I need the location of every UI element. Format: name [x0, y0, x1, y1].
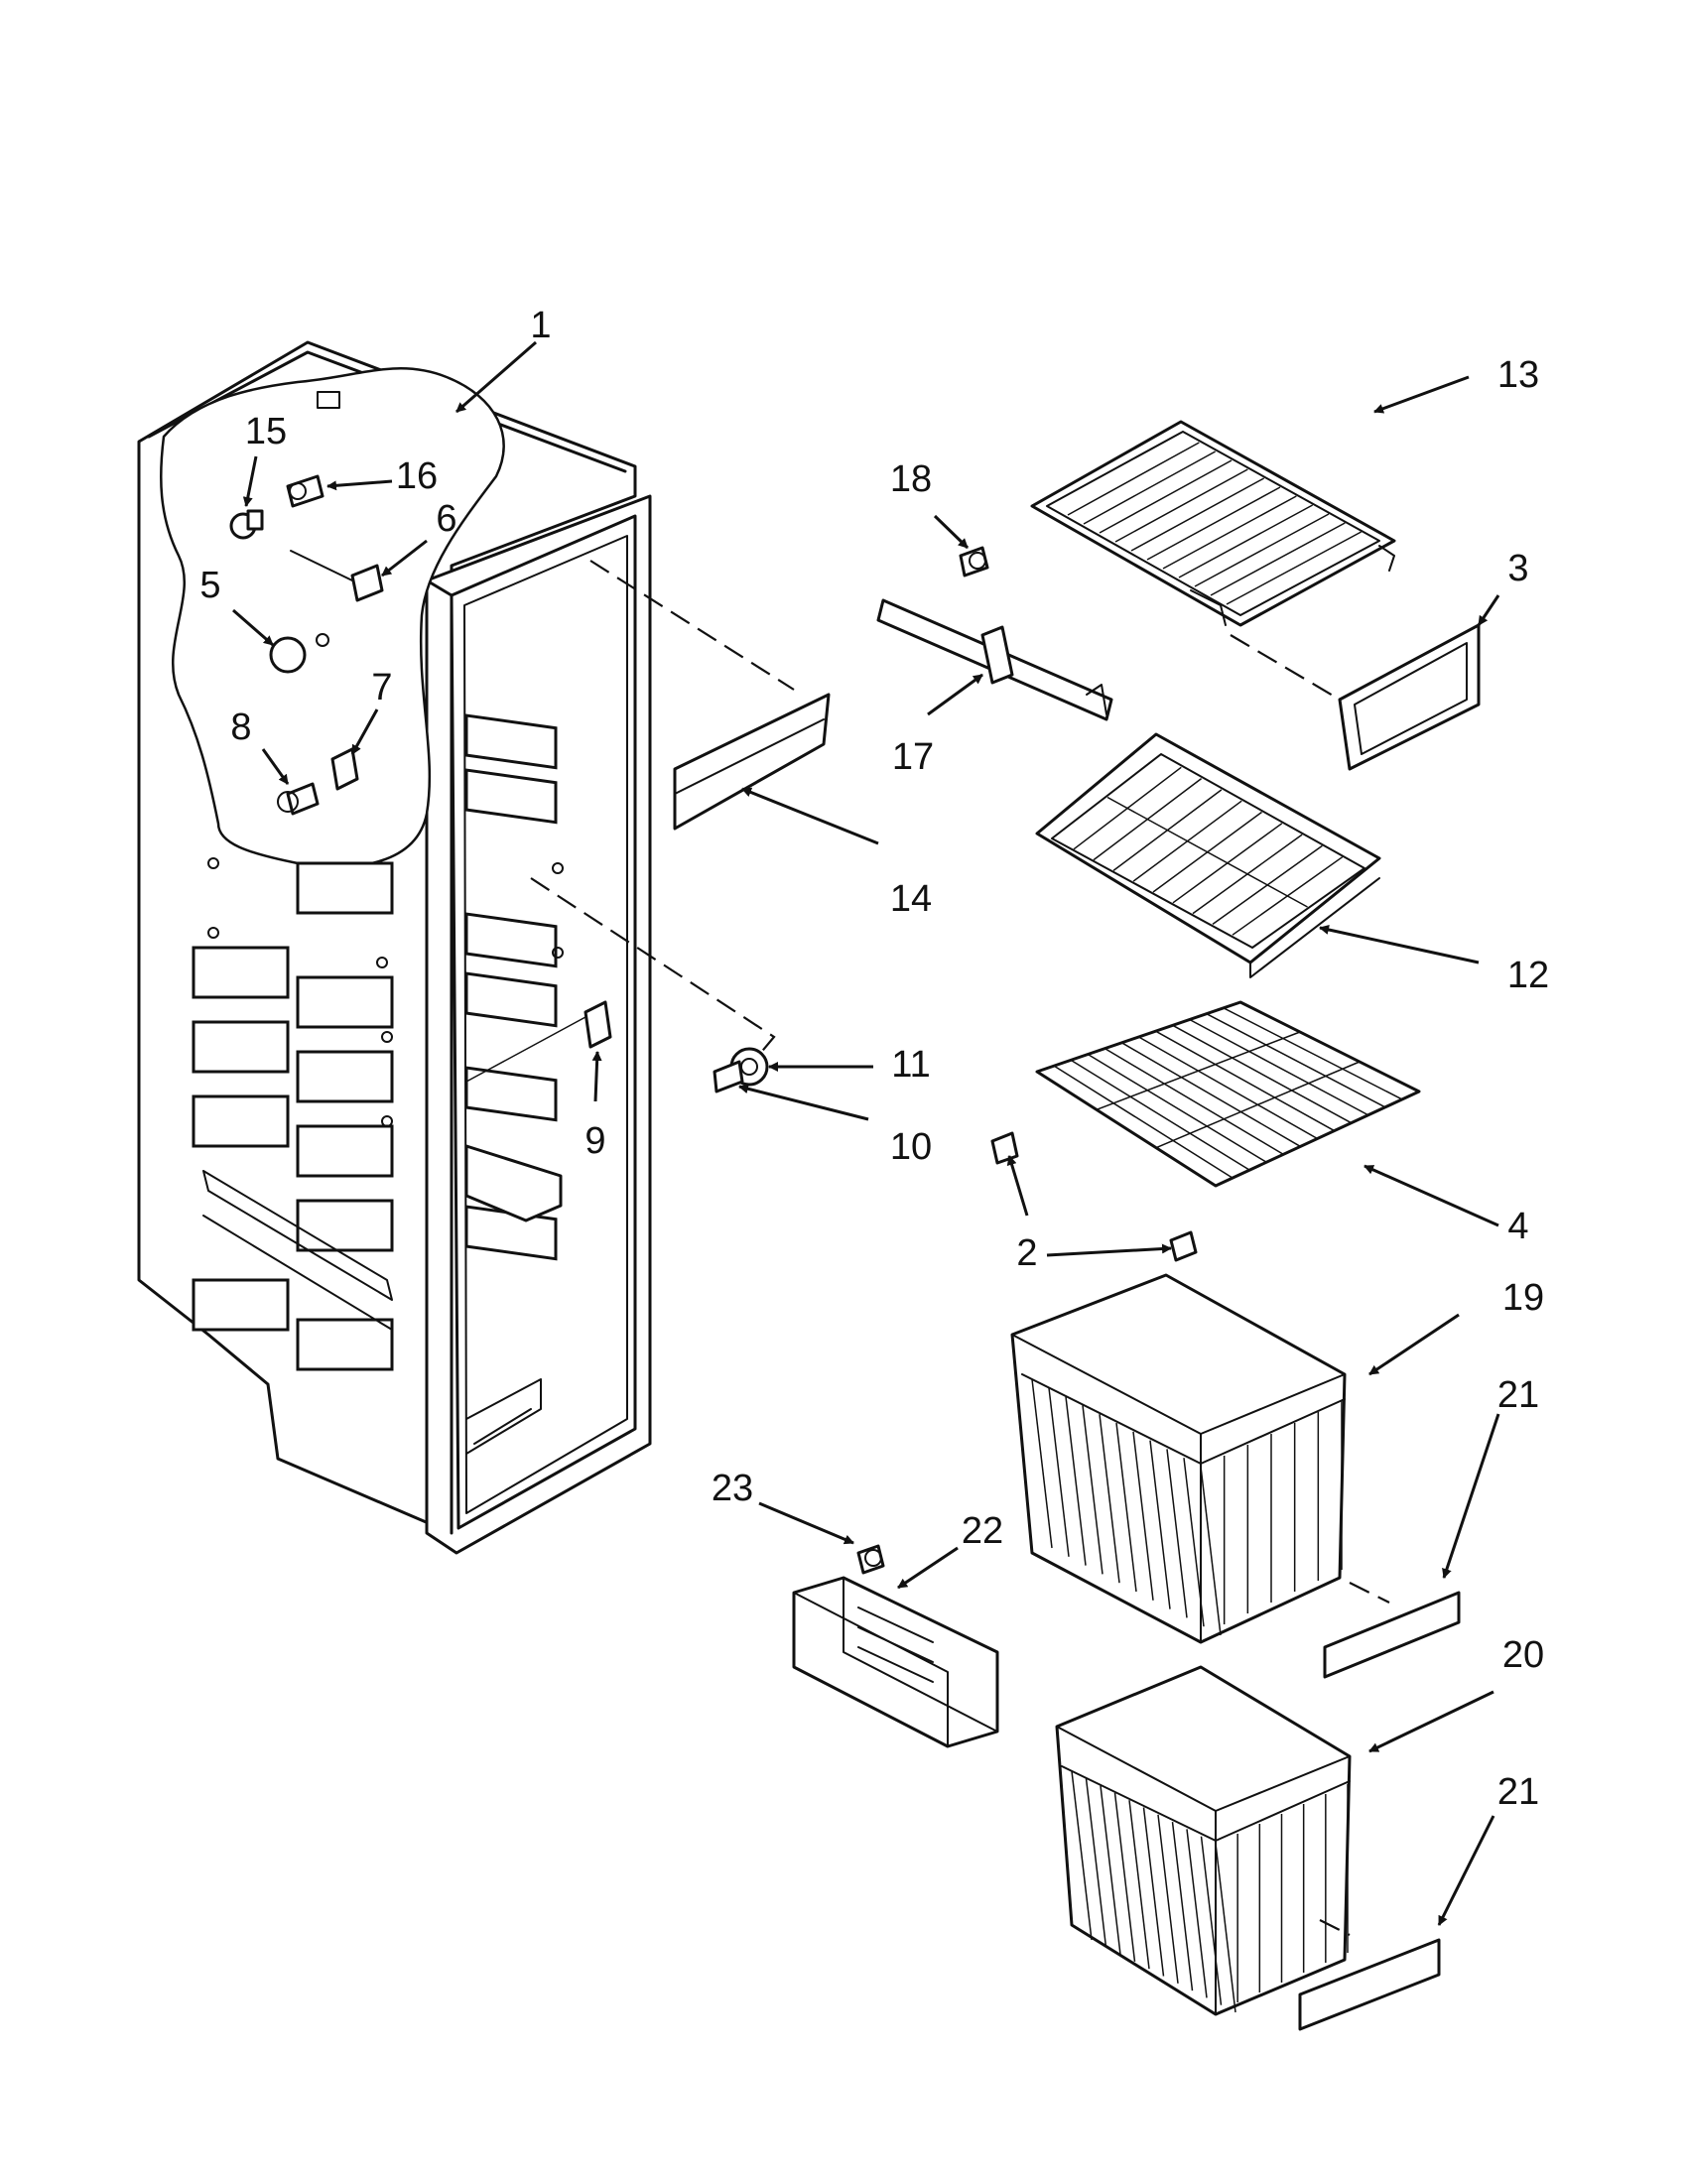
strip-21-upper	[1323, 1582, 1461, 1679]
wire-line	[1100, 1785, 1121, 1955]
wire-line	[1146, 486, 1281, 561]
callout-1: 1	[530, 305, 551, 346]
screw-spacer-10-11	[530, 877, 776, 1093]
stud-2-upper	[990, 1131, 1019, 1165]
callout-7: 7	[371, 667, 392, 708]
wire-line	[1178, 504, 1314, 578]
bracket-6	[290, 550, 384, 602]
callout-4: 4	[1507, 1206, 1528, 1247]
wire-shelf-12	[1035, 732, 1381, 978]
stud-2-lower	[1169, 1230, 1198, 1262]
wire-line	[1113, 1792, 1136, 1962]
wire-line	[1099, 459, 1233, 534]
wire-line	[1067, 442, 1200, 516]
wire-line	[1128, 1800, 1150, 1970]
callout-16: 16	[396, 455, 438, 497]
callout-6: 6	[436, 498, 456, 540]
callout-3: 3	[1507, 548, 1528, 589]
switch-9	[465, 1000, 612, 1083]
wire-line	[1142, 1807, 1165, 1977]
wire-line	[1082, 1405, 1104, 1575]
wire-line	[1132, 1431, 1154, 1601]
wire-line	[1215, 1843, 1236, 2013]
wire-line	[1155, 1030, 1335, 1132]
wire-line	[1085, 1778, 1107, 1948]
callout-labels: 1 2 3 4 5 6 7 8 9 10 11 12 13 14 15 16 1…	[199, 305, 1549, 1813]
frame-3	[1230, 623, 1481, 771]
wire-shelf-4	[1035, 1000, 1421, 1188]
callout-11: 11	[891, 1044, 930, 1086]
callout-5: 5	[199, 565, 220, 606]
wire-line	[1200, 1466, 1222, 1636]
wire-line	[1171, 1822, 1194, 1991]
wire-line	[1087, 1053, 1267, 1163]
wire-line	[1096, 1031, 1301, 1111]
wire-line	[1226, 531, 1363, 605]
wire-line	[1162, 495, 1297, 570]
callout-9: 9	[584, 1120, 605, 1162]
callout-23: 23	[712, 1468, 753, 1509]
callout-8: 8	[230, 707, 251, 748]
callout-14: 14	[890, 878, 932, 920]
wire-line	[1172, 1024, 1353, 1124]
wire-line	[1065, 1396, 1087, 1566]
light-bulb-15	[229, 509, 264, 540]
wire-line	[1223, 1007, 1403, 1100]
callout-20: 20	[1502, 1634, 1544, 1676]
basket-19	[1010, 1273, 1347, 1644]
callout-18: 18	[890, 458, 932, 500]
tray-shelf-13	[1030, 420, 1396, 627]
wire-line	[1166, 1449, 1188, 1618]
callout-15: 15	[245, 411, 287, 452]
housing-22	[792, 1576, 999, 1748]
shelf-bracket-17	[876, 598, 1113, 721]
strip-21-lower	[1298, 1919, 1441, 2031]
wire-line	[1070, 1059, 1250, 1171]
screw-18	[959, 546, 989, 578]
basket-20	[1055, 1665, 1352, 2016]
wire-line	[1194, 513, 1330, 587]
wire-line	[1186, 1829, 1208, 1998]
wire-line	[1053, 1065, 1234, 1179]
wire-line	[1083, 450, 1217, 525]
callout-10: 10	[890, 1126, 932, 1168]
wire-line	[1121, 1042, 1301, 1148]
callout-21-lower: 21	[1497, 1771, 1539, 1813]
callout-17: 17	[892, 736, 934, 778]
light-socket-16	[286, 474, 325, 508]
clip-7	[330, 747, 359, 791]
wire-line	[1071, 1770, 1093, 1941]
wire-line	[1114, 468, 1248, 543]
callout-2: 2	[1016, 1232, 1037, 1274]
wire-line	[1099, 1414, 1120, 1584]
wire-line	[1157, 1814, 1179, 1984]
callout-21-upper: 21	[1497, 1374, 1539, 1416]
wire-line	[1210, 522, 1346, 596]
screw-8	[277, 782, 320, 816]
freezer-liner	[137, 340, 652, 1555]
wire-line	[1149, 1440, 1171, 1609]
leader-arrows	[232, 340, 1500, 1926]
wire-line	[1106, 796, 1308, 908]
wire-line	[1206, 1013, 1386, 1108]
callout-22: 22	[962, 1510, 1003, 1552]
wire-line	[1155, 1061, 1361, 1149]
callout-13: 13	[1497, 354, 1539, 396]
wire-line	[1104, 1048, 1284, 1155]
wire-line	[1138, 1036, 1318, 1140]
wire-line	[1048, 1387, 1070, 1557]
trim-strip-14	[589, 560, 831, 831]
callout-19: 19	[1502, 1277, 1544, 1319]
wire-line	[1130, 477, 1265, 552]
callout-12: 12	[1507, 955, 1549, 996]
wire-line	[1200, 1836, 1223, 2005]
wire-line	[1115, 1422, 1137, 1593]
wire-line	[1189, 1018, 1369, 1116]
screw-23	[856, 1544, 885, 1575]
knob-5	[269, 633, 329, 674]
wire-line	[1031, 1378, 1053, 1549]
